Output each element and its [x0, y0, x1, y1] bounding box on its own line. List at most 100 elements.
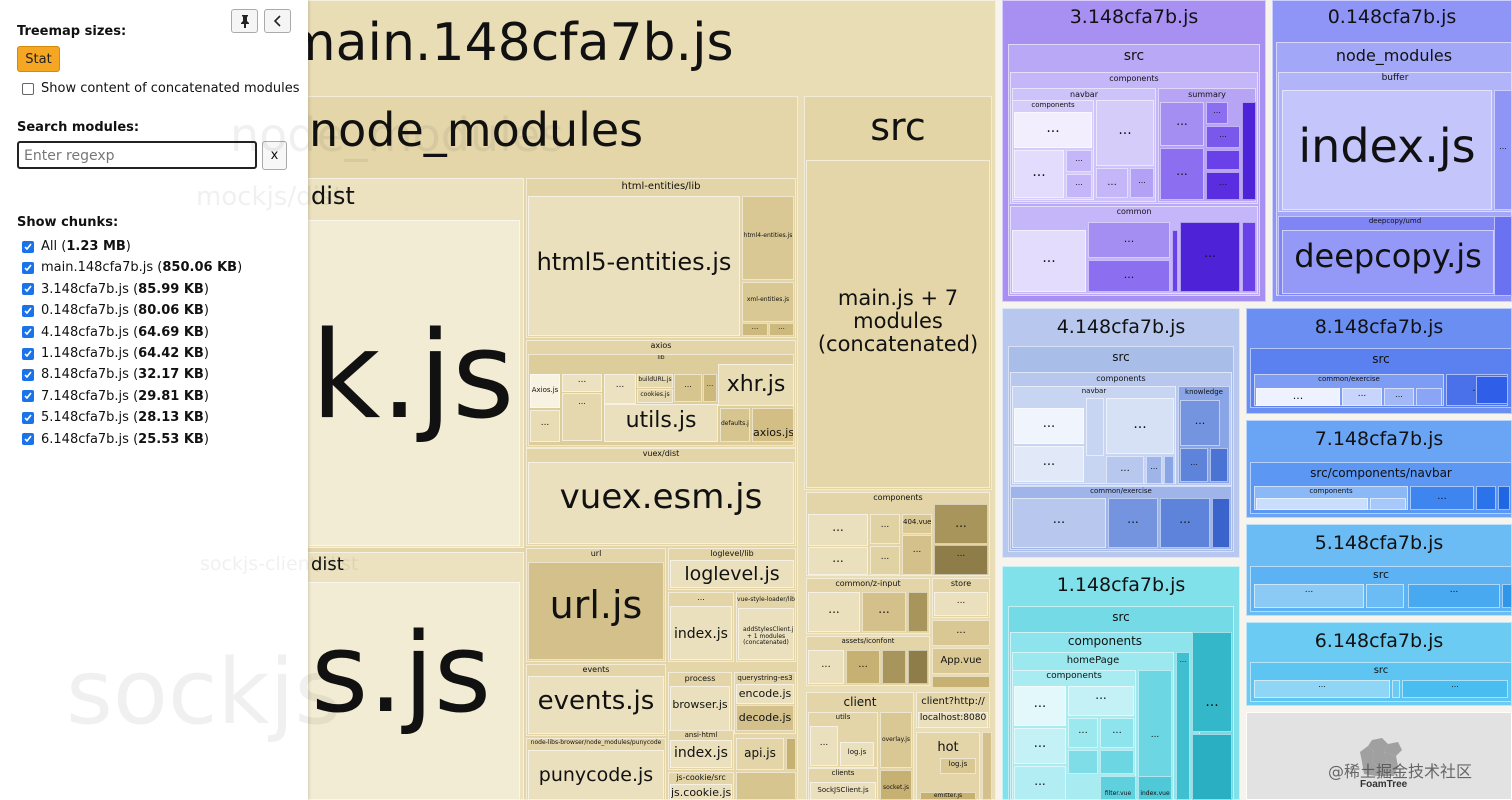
- chunk-checkbox[interactable]: [22, 411, 34, 424]
- emitter[interactable]: emitter.js: [920, 792, 976, 800]
- collapse-sidebar-button[interactable]: [264, 9, 291, 33]
- c3-r[interactable]: ...: [1180, 222, 1240, 292]
- chunk-item[interactable]: 5.148cfa7b.js (28.13 KB): [22, 410, 209, 425]
- app-vue[interactable]: App.vue: [932, 648, 990, 674]
- c6-b[interactable]: [1392, 680, 1400, 698]
- search-input[interactable]: Enter regexp: [17, 141, 257, 169]
- c3-o[interactable]: ...: [1088, 222, 1170, 258]
- c4-b[interactable]: ...: [1014, 446, 1084, 482]
- c1-e[interactable]: ...: [1068, 718, 1098, 748]
- xhr[interactable]: xhr.js: [718, 364, 794, 406]
- c1-f[interactable]: ...: [1100, 718, 1134, 748]
- c8-c[interactable]: ...: [1384, 388, 1414, 406]
- localhost[interactable]: localhost:8080: [918, 712, 988, 728]
- zinput-b[interactable]: ...: [862, 592, 906, 632]
- icon-d[interactable]: [908, 650, 928, 684]
- vue-404[interactable]: 404.vue: [902, 514, 932, 534]
- c8-f[interactable]: [1476, 376, 1508, 404]
- c1-h[interactable]: [1100, 750, 1134, 774]
- c0-index[interactable]: index.js: [1282, 90, 1492, 210]
- chunk-item[interactable]: main.148cfa7b.js (850.06 KB): [22, 260, 242, 275]
- chunk-item[interactable]: 7.148cfa7b.js (29.81 KB): [22, 389, 209, 404]
- main-concat[interactable]: main.js + 7 modules (concatenated): [806, 160, 990, 488]
- c4-i[interactable]: ...: [1180, 448, 1208, 482]
- c1-c[interactable]: ...: [1014, 766, 1066, 800]
- c1-d[interactable]: ...: [1068, 686, 1134, 716]
- c8-a[interactable]: ...: [1256, 388, 1340, 406]
- pin-button[interactable]: [231, 9, 258, 33]
- c3-p[interactable]: ...: [1088, 260, 1170, 292]
- c3-l[interactable]: ...: [1206, 172, 1240, 200]
- entities-more-1[interactable]: ...: [742, 323, 768, 336]
- html4-entities[interactable]: html4-entities.js: [742, 196, 794, 280]
- axios-main[interactable]: axios.js: [752, 408, 794, 442]
- c1-l[interactable]: [1192, 734, 1232, 800]
- store-b[interactable]: ...: [932, 620, 990, 646]
- c3-b[interactable]: ...: [1014, 150, 1064, 198]
- c1-b[interactable]: ...: [1014, 728, 1066, 764]
- api-js[interactable]: api.js: [736, 738, 784, 770]
- c3-h[interactable]: ...: [1206, 102, 1228, 124]
- comp-f[interactable]: ...: [934, 504, 988, 544]
- axios-helpers-a[interactable]: ...: [562, 374, 602, 392]
- icon-b[interactable]: ...: [846, 650, 880, 684]
- c3-i[interactable]: ...: [1206, 126, 1240, 148]
- c1-index-vue[interactable]: index.vue: [1138, 776, 1172, 800]
- c4-j[interactable]: [1210, 448, 1228, 482]
- zinput-c[interactable]: [908, 592, 928, 632]
- c4-k[interactable]: ...: [1012, 498, 1106, 548]
- events-js[interactable]: events.js: [528, 676, 664, 734]
- axios-helpers-c[interactable]: ...: [604, 374, 636, 404]
- cookie-more[interactable]: [736, 772, 796, 800]
- c4-h[interactable]: ...: [1180, 400, 1220, 446]
- socket[interactable]: socket.js: [880, 770, 912, 800]
- axios-core[interactable]: ...: [530, 410, 560, 442]
- encode[interactable]: encode.js: [736, 684, 794, 704]
- overlay[interactable]: overlay.js: [880, 712, 912, 768]
- c3-m[interactable]: [1242, 102, 1256, 200]
- chunk-item[interactable]: 1.148cfa7b.js (64.42 KB): [22, 346, 209, 361]
- chunk-checkbox[interactable]: [22, 368, 34, 381]
- concat-modules-option[interactable]: Show content of concatenated modules: [22, 81, 300, 96]
- chunk-checkbox[interactable]: [22, 261, 34, 274]
- c1-j[interactable]: ...: [1176, 652, 1190, 800]
- entities-more-2[interactable]: ...: [769, 323, 794, 336]
- punycode[interactable]: punycode.js: [528, 750, 664, 800]
- c1-filter[interactable]: filter.vue: [1100, 776, 1136, 800]
- log-js[interactable]: log.js: [840, 742, 874, 766]
- c4-c[interactable]: [1086, 398, 1104, 456]
- html5-entities[interactable]: html5-entities.js: [528, 196, 740, 336]
- chunk-item[interactable]: All (1.23 MB): [22, 239, 131, 254]
- c7-d[interactable]: [1476, 486, 1496, 510]
- chunk-checkbox[interactable]: [22, 433, 34, 446]
- c4-a[interactable]: ...: [1014, 408, 1084, 444]
- axios-js[interactable]: Axios.js: [530, 374, 560, 408]
- c4-g[interactable]: [1164, 456, 1174, 484]
- c4-n[interactable]: [1212, 498, 1230, 548]
- c7-b[interactable]: [1370, 498, 1406, 510]
- c3-d[interactable]: ...: [1096, 100, 1154, 166]
- comp-e[interactable]: ...: [902, 535, 932, 575]
- c5-a[interactable]: ...: [1254, 584, 1364, 608]
- chunk-checkbox[interactable]: [22, 326, 34, 339]
- c4-f[interactable]: ...: [1146, 456, 1162, 484]
- c0-deep-side[interactable]: [1494, 216, 1512, 296]
- c7-a[interactable]: [1256, 498, 1368, 510]
- ansi-index[interactable]: index.js: [670, 740, 732, 768]
- c3-s[interactable]: [1242, 222, 1256, 292]
- c4-d[interactable]: ...: [1106, 398, 1174, 454]
- c1-a[interactable]: ...: [1014, 686, 1066, 726]
- c5-b[interactable]: [1366, 584, 1404, 608]
- clear-search-button[interactable]: x: [262, 141, 287, 170]
- url-js[interactable]: url.js: [528, 562, 664, 660]
- comp-d[interactable]: ...: [870, 546, 900, 575]
- sockjs-client[interactable]: SockJSClient.js: [810, 782, 876, 800]
- c3-c[interactable]: ...: [1066, 150, 1092, 172]
- vuex-esm[interactable]: vuex.esm.js: [528, 462, 794, 544]
- client-utils-a[interactable]: ...: [810, 726, 838, 766]
- add-styles[interactable]: addStylesClient.js + 1 modules (concaten…: [738, 608, 794, 660]
- decode[interactable]: decode.js: [736, 705, 794, 731]
- c4-e[interactable]: ...: [1106, 456, 1144, 484]
- chunk-checkbox[interactable]: [22, 347, 34, 360]
- c8-d[interactable]: [1416, 388, 1442, 406]
